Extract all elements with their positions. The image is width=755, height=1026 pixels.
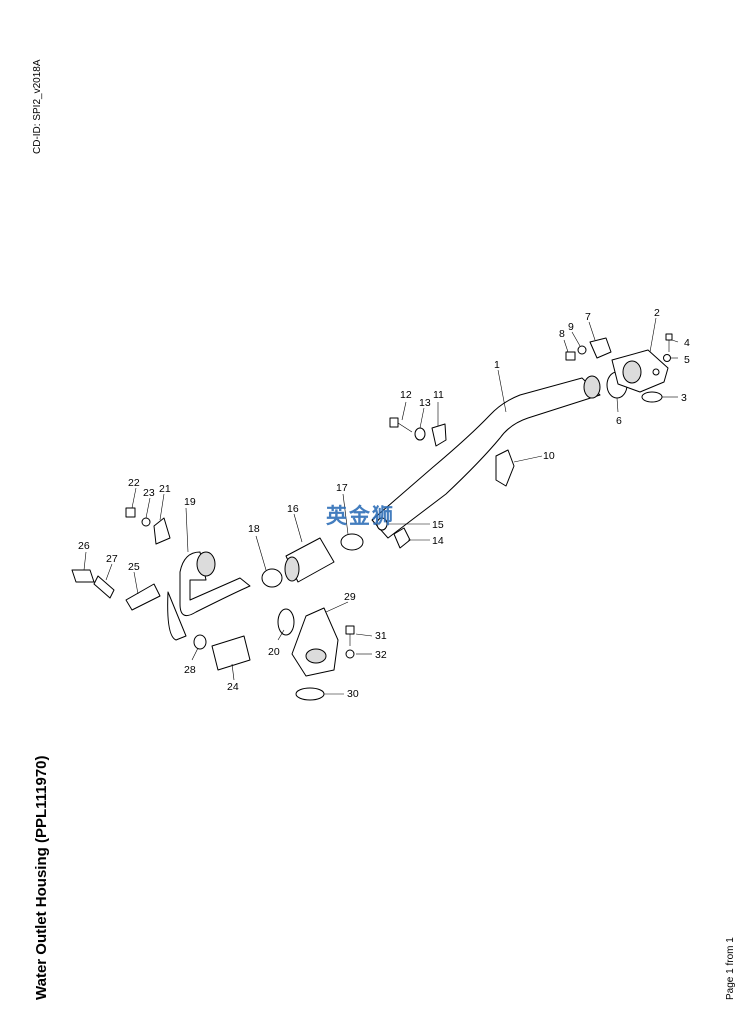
callout-5: 5 <box>684 354 690 366</box>
main-water-pipe <box>371 375 601 539</box>
callout-30: 30 <box>347 688 359 700</box>
callout-16: 16 <box>287 503 299 515</box>
callout-13: 13 <box>419 397 431 409</box>
callout-4: 4 <box>684 337 690 349</box>
o-ring-3 <box>641 391 663 403</box>
callout-31: 31 <box>375 630 387 642</box>
clamp-15 <box>376 517 388 531</box>
callout-10: 10 <box>543 450 555 462</box>
callout-28: 28 <box>184 664 196 676</box>
washer-5 <box>663 354 671 362</box>
washer-9 <box>577 345 587 355</box>
bracket-11 <box>431 423 447 447</box>
coolant-pipe-19 <box>167 551 251 641</box>
bracket-25 <box>125 583 161 611</box>
bracket-7 <box>589 337 612 359</box>
callout-6: 6 <box>616 415 622 427</box>
washer-28 <box>193 634 207 650</box>
washer-23 <box>141 517 151 527</box>
bolt-31 <box>345 625 355 646</box>
callout-8: 8 <box>559 328 565 340</box>
bracket-21 <box>153 517 171 545</box>
outlet-housing-upper <box>611 349 669 393</box>
hose-16 <box>284 537 335 583</box>
callout-29: 29 <box>344 591 356 603</box>
callout-26: 26 <box>78 540 90 552</box>
outlet-housing-lower <box>291 607 339 677</box>
bolt-8 <box>565 351 576 361</box>
watermark-logo: 英金狮 <box>326 504 395 528</box>
seal-ring-20 <box>277 608 295 636</box>
callout-7: 7 <box>585 311 591 323</box>
callout-21: 21 <box>159 483 171 495</box>
callout-3: 3 <box>681 392 687 404</box>
leader-lines <box>83 317 679 695</box>
hose-clamp-18 <box>261 568 283 588</box>
washer-32 <box>345 649 355 659</box>
bolt-22 <box>125 507 136 518</box>
bracket-24 <box>211 635 251 671</box>
bracket-10 <box>495 449 515 487</box>
callout-2: 2 <box>654 307 660 319</box>
callout-14: 14 <box>432 535 444 547</box>
sensor-26 <box>71 569 95 583</box>
callout-24: 24 <box>227 681 239 693</box>
callout-18: 18 <box>248 523 260 535</box>
o-ring-30 <box>295 687 325 701</box>
callout-25: 25 <box>128 561 140 573</box>
callout-22: 22 <box>128 477 140 489</box>
callout-20: 20 <box>268 646 280 658</box>
callout-9: 9 <box>568 321 574 333</box>
adapter-27 <box>93 575 115 599</box>
callout-32: 32 <box>375 649 387 661</box>
callout-19: 19 <box>184 496 196 508</box>
callout-11: 11 <box>433 389 444 401</box>
callout-27: 27 <box>106 553 118 565</box>
callout-23: 23 <box>143 487 155 499</box>
callout-15: 15 <box>432 519 444 531</box>
callout-12: 12 <box>400 389 412 401</box>
washer-13 <box>414 427 426 441</box>
hose-clamp-17 <box>340 533 364 551</box>
bolt-4 <box>665 333 673 352</box>
callout-labels: 1 2 3 4 5 6 7 8 9 10 11 12 13 14 15 16 1… <box>78 307 690 700</box>
bolt-12 <box>389 417 413 433</box>
callout-17: 17 <box>336 482 348 494</box>
callout-1: 1 <box>494 359 500 371</box>
